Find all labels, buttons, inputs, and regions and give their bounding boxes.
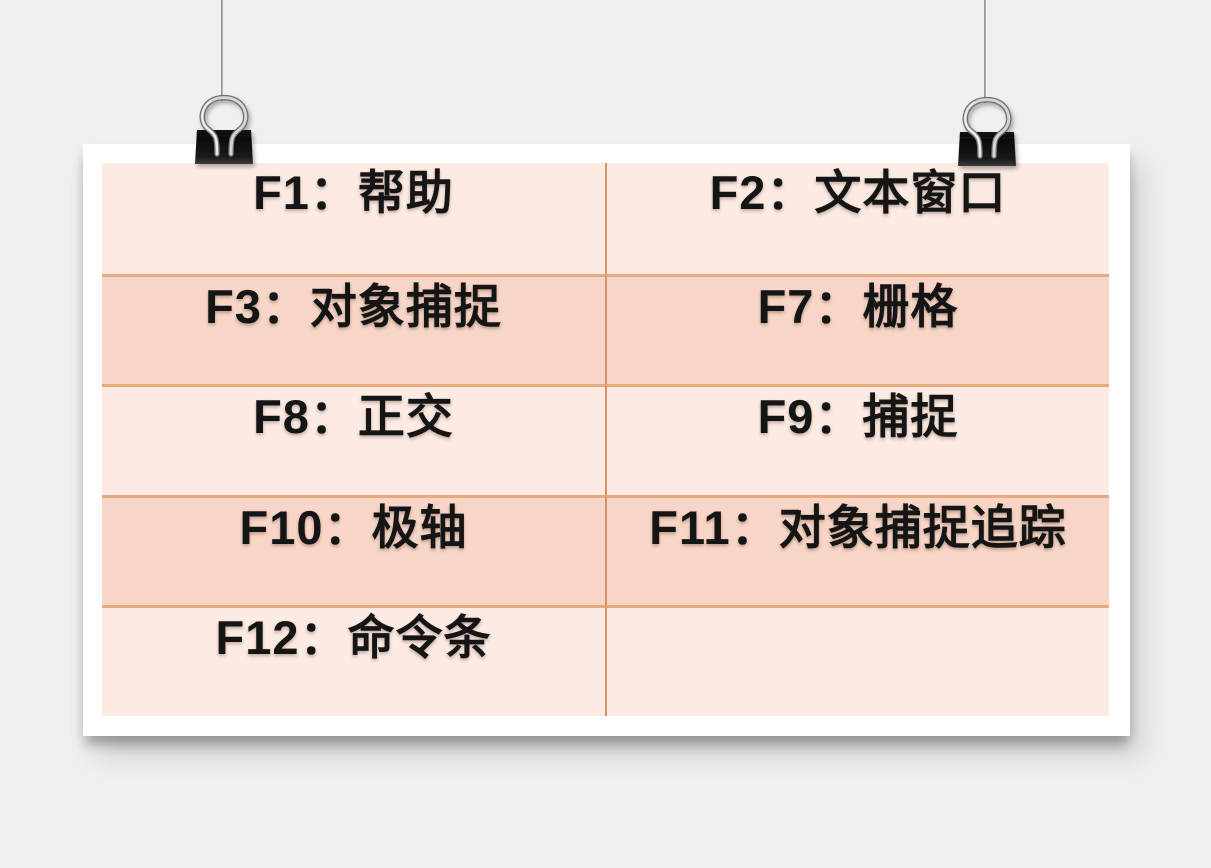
- cell-f3: F3：对象捕捉: [102, 273, 605, 385]
- cell-empty: [605, 605, 1109, 716]
- cell-f2: F2：文本窗口: [605, 163, 1109, 274]
- cell-f9: F9：捕捉: [605, 384, 1109, 495]
- cell-f7: F7：栅格: [605, 273, 1109, 385]
- hanging-string-left: [221, 0, 223, 101]
- poster-card: F1：帮助 F2：文本窗口 F3：对象捕捉 F7：栅格 F8：正交 F9：捕捉 …: [83, 144, 1130, 736]
- hanging-string-right: [984, 0, 986, 103]
- cell-f10: F10：极轴: [102, 494, 605, 606]
- shortcut-table: F1：帮助 F2：文本窗口 F3：对象捕捉 F7：栅格 F8：正交 F9：捕捉 …: [102, 163, 1109, 716]
- binder-clip-right-icon: [958, 96, 1016, 166]
- cell-f8: F8：正交: [102, 384, 605, 495]
- cell-f1: F1：帮助: [102, 163, 605, 274]
- cell-f11: F11：对象捕捉追踪: [605, 494, 1109, 606]
- binder-clip-left-icon: [195, 94, 253, 164]
- cell-f12: F12：命令条: [102, 605, 605, 716]
